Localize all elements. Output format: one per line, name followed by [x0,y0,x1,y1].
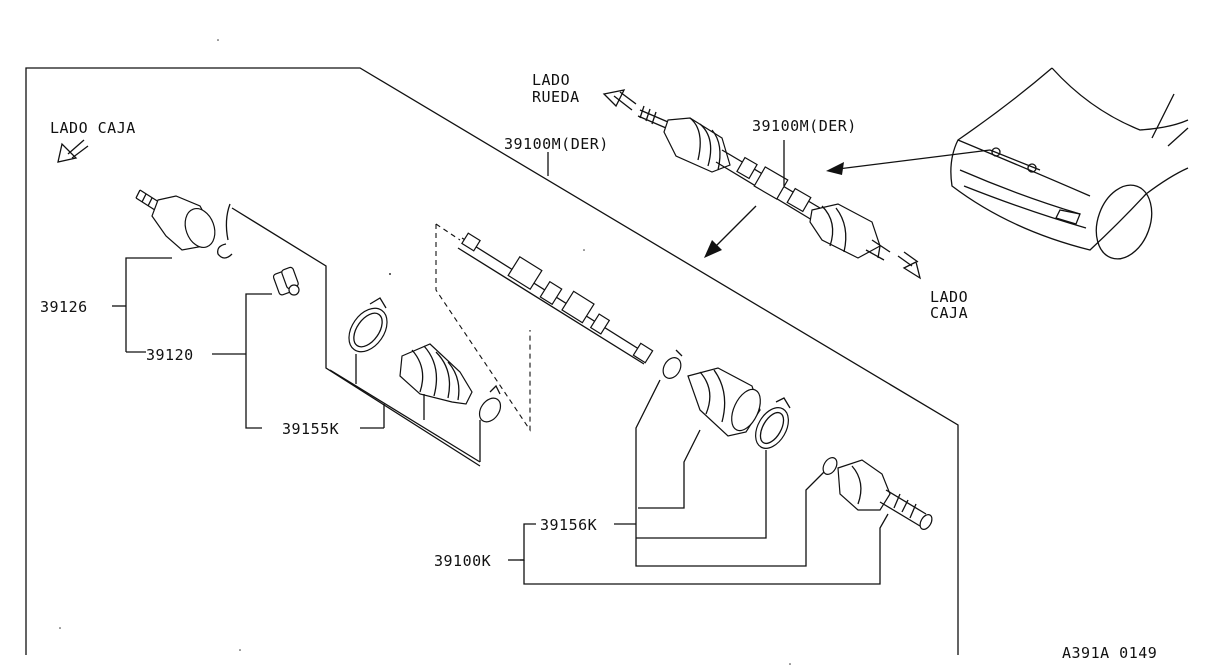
lado-caja-right-label-line1: LADO [930,288,968,306]
outer-joint-right [837,459,933,530]
diagram-code: A391A 0149 [1062,644,1157,662]
small-joint-39120 [272,266,300,296]
small-clamp [478,384,502,423]
hollow-arrow-icon [897,251,922,280]
part-number-39155k: 39155K [282,420,339,438]
lado-rueda-label-line1: LADO [532,71,570,89]
part-number-39120: 39120 [146,346,194,364]
part-number-39100k: 39100K [434,552,491,570]
part-number-39100m-left: 39100M(DER) [504,135,609,153]
lado-rueda-label-line2: RUEDA [532,88,580,106]
shaft-body [715,149,821,221]
car-to-shaft-arrow [826,149,991,175]
scan-specks [59,39,791,665]
part-number-39156k: 39156K [540,516,597,534]
outer-joint-39126 [135,189,216,251]
frame-outline [25,67,959,655]
part-number-39100m-right: 39100M(DER) [752,117,857,135]
assembled-shaft-view [637,105,991,261]
hollow-arrow-icon [602,89,637,111]
hollow-arrow-icon [57,139,89,163]
inner-shaft [457,232,654,365]
clamp-band [348,297,388,353]
wheel-side-spline [637,105,669,129]
lado-caja-left-label: LADO CAJA [50,119,136,137]
transmission-side-cv-boot [809,203,891,261]
snap-ring [217,243,233,259]
clamp-band [755,397,791,449]
boot-39155k [399,343,473,405]
car-front-icon [950,67,1189,260]
snap-ring [822,457,838,475]
boot-39156k [687,367,761,437]
leader-lines [112,152,889,585]
down-left-arrow [704,205,757,258]
lado-caja-right-label-line2: CAJA [930,304,968,322]
wheel-side-cv-boot [663,117,731,173]
snap-ring [662,349,683,379]
part-number-39126: 39126 [40,298,88,316]
